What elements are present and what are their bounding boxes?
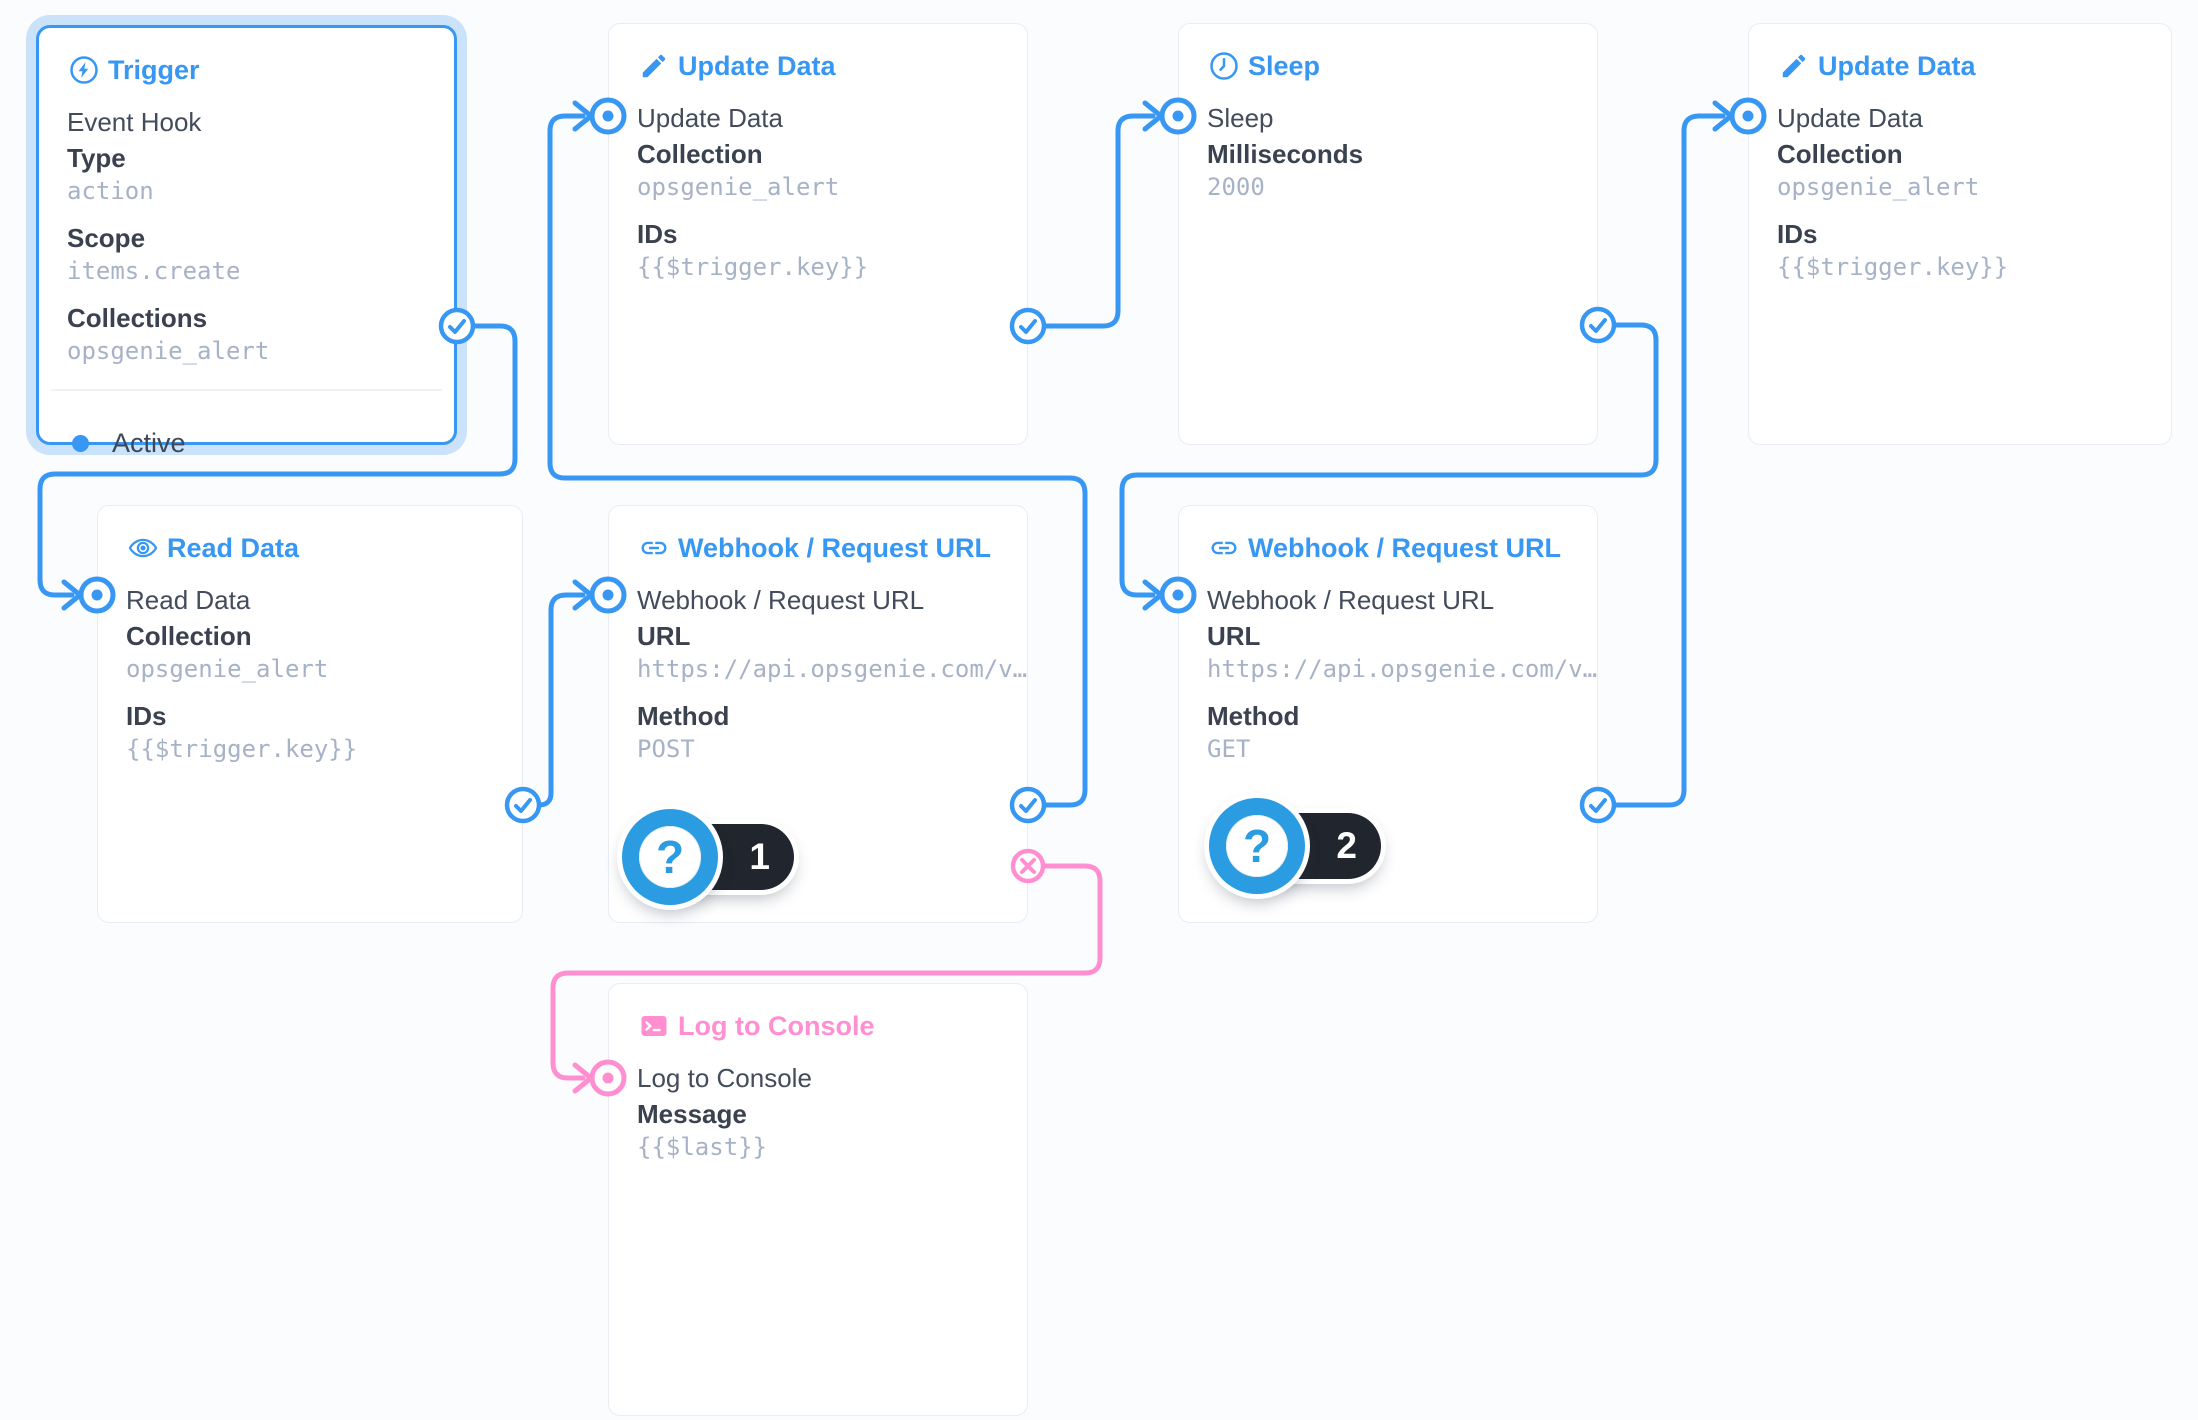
field-label: Scope — [67, 223, 146, 253]
pencil-icon — [642, 54, 666, 78]
field-value: {{$last}} — [637, 1133, 768, 1161]
bolt-circle-icon — [70, 56, 98, 84]
question-mark-icon: ? — [1226, 815, 1288, 877]
node-sleep-header: Sleep — [1209, 50, 1320, 82]
field-label: IDs — [637, 219, 678, 249]
field-value: {{$trigger.key}} — [126, 735, 358, 763]
node-subtitle: Log to Console — [637, 1063, 812, 1093]
node-log-to-console-header: Log to Console — [639, 1010, 874, 1042]
eye-icon — [128, 538, 158, 558]
field-value: items.create — [67, 257, 241, 285]
link-icon — [641, 541, 667, 555]
field-value: https://api.opsgenie.com/v… — [637, 655, 1028, 683]
field-value: https://api.opsgenie.com/v… — [1207, 655, 1598, 683]
node-title: Update Data — [678, 50, 836, 81]
field-label: Collection — [637, 139, 763, 169]
node-trigger-header: Trigger — [69, 54, 200, 86]
terminal-icon — [641, 1016, 667, 1036]
node-subtitle: Event Hook — [67, 107, 202, 137]
question-circle-icon[interactable]: ? — [1209, 798, 1305, 894]
node-subtitle: Update Data — [637, 103, 783, 133]
field-label: URL — [1207, 621, 1261, 651]
node-read-data-header: Read Data — [128, 532, 299, 564]
clock-icon — [1210, 52, 1238, 80]
arrowhead-icon — [572, 100, 594, 132]
node-read-data[interactable]: Read Data Read Data Collection opsgenie_… — [97, 505, 523, 923]
field-label: IDs — [126, 701, 167, 731]
question-circle-icon[interactable]: ? — [622, 809, 718, 905]
field-value: POST — [637, 735, 695, 763]
edge-update-data-1-to-sleep — [1041, 113, 1156, 329]
arrowhead-icon — [1142, 579, 1164, 611]
node-webhook-post-header: Webhook / Request URL — [639, 532, 991, 564]
field-value: opsgenie_alert — [1777, 173, 1980, 201]
node-subtitle: Webhook / Request URL — [1207, 585, 1495, 615]
field-label: Message — [637, 1099, 747, 1129]
node-log-to-console[interactable]: Log to Console Log to Console Message {{… — [608, 983, 1028, 1416]
field-value: 2000 — [1207, 173, 1265, 201]
field-label: Collections — [67, 303, 208, 333]
field-value: {{$trigger.key}} — [1777, 253, 2009, 281]
node-update-data-2[interactable]: Update Data Update Data Collection opsge… — [1748, 23, 2172, 445]
badge-count: 2 — [1336, 825, 1357, 866]
node-title: Trigger — [108, 54, 200, 85]
badge-count: 1 — [749, 836, 770, 877]
field-label: URL — [637, 621, 691, 651]
link-icon — [1211, 541, 1237, 555]
node-title: Webhook / Request URL — [1248, 532, 1562, 563]
node-update-data-2-header: Update Data — [1779, 50, 1976, 82]
arrowhead-icon — [572, 579, 594, 611]
node-subtitle: Webhook / Request URL — [637, 585, 925, 615]
node-update-data-1[interactable]: Update Data Update Data Collection opsge… — [608, 23, 1028, 445]
node-title: Read Data — [167, 532, 300, 563]
node-subtitle: Read Data — [126, 585, 251, 615]
arrowhead-icon — [1142, 100, 1164, 132]
node-subtitle: Update Data — [1777, 103, 1923, 133]
trigger-status: Active — [72, 428, 186, 459]
status-text: Active — [112, 428, 186, 458]
field-value: opsgenie_alert — [126, 655, 329, 683]
node-update-data-1-header: Update Data — [639, 50, 836, 82]
field-value: GET — [1207, 735, 1251, 763]
node-webhook-get-header: Webhook / Request URL — [1209, 532, 1561, 564]
field-label: Milliseconds — [1207, 139, 1364, 169]
edge-webhook-get-to-update-data-2 — [1611, 113, 1726, 808]
field-value: opsgenie_alert — [637, 173, 840, 201]
pencil-icon — [1782, 54, 1806, 78]
field-value: action — [67, 177, 154, 205]
field-value: opsgenie_alert — [67, 337, 270, 365]
node-title: Update Data — [1818, 50, 1976, 81]
node-title: Webhook / Request URL — [678, 532, 992, 563]
arrowhead-icon — [61, 579, 83, 611]
field-value: {{$trigger.key}} — [637, 253, 869, 281]
field-label: Collection — [126, 621, 252, 651]
field-label: Collection — [1777, 139, 1903, 169]
arrowhead-icon — [1712, 100, 1734, 132]
node-title: Sleep — [1248, 50, 1321, 81]
node-title: Log to Console — [678, 1010, 875, 1041]
arrowhead-icon — [572, 1062, 594, 1094]
active-dot-icon — [72, 435, 89, 452]
divider — [51, 389, 442, 391]
question-mark-icon: ? — [639, 826, 701, 888]
edge-read-data-to-webhook-post — [536, 592, 586, 808]
field-label: Method — [1207, 701, 1300, 731]
field-label: IDs — [1777, 219, 1818, 249]
field-label: Method — [637, 701, 730, 731]
node-sleep[interactable]: Sleep Sleep Milliseconds 2000 — [1178, 23, 1598, 445]
node-trigger[interactable]: Trigger Event Hook Type action Scope ite… — [36, 25, 457, 458]
node-subtitle: Sleep — [1207, 103, 1274, 133]
field-label: Type — [67, 143, 126, 173]
